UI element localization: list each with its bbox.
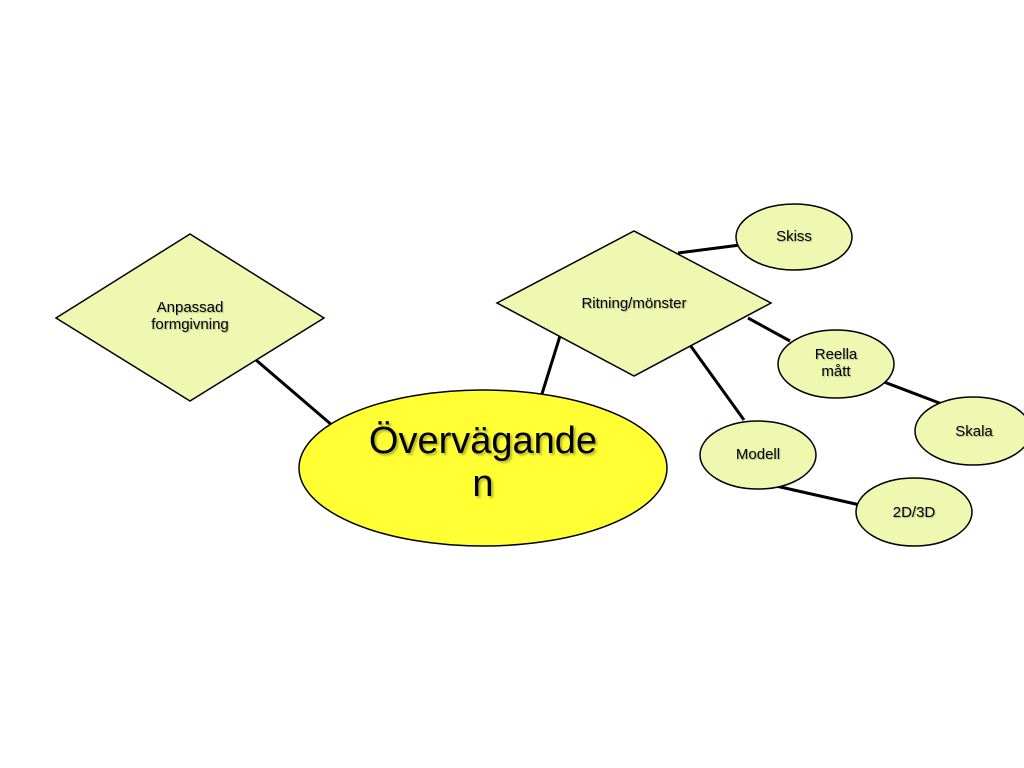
central-node-label: Övervägande n <box>343 420 623 505</box>
modell-node-shape <box>699 420 817 490</box>
dimension-node-label: 2D/3D <box>892 504 936 521</box>
anpassad-label-line1: Anpassad <box>156 299 224 316</box>
reella-label-line2: mått <box>821 363 851 381</box>
connectors <box>255 243 943 507</box>
ritning-node-shape <box>495 230 773 377</box>
edge-modell-dimension <box>775 484 861 507</box>
dimension-node-shape <box>855 477 973 547</box>
reella-node-shape <box>777 329 895 399</box>
central-label-line2: n <box>472 462 494 505</box>
skala-node-shape <box>914 396 1024 466</box>
edge-reella-skala <box>883 380 943 406</box>
anpassad-label-line2: formgivning <box>151 316 229 334</box>
modell-node-label: Modell <box>735 446 781 463</box>
edge-ritning-modell <box>688 344 746 421</box>
anpassad-node-shape <box>54 233 326 402</box>
skiss-node-shape <box>735 203 853 271</box>
edge-central-ritning <box>539 335 562 398</box>
central-node-shape <box>298 389 668 547</box>
reella-label-line1: Reella <box>814 346 858 363</box>
skala-node-label: Skala <box>955 423 993 440</box>
ritning-node-label: Ritning/mönster <box>581 295 687 312</box>
edge-ritning-skiss <box>677 243 741 255</box>
edge-ritning-reella <box>747 316 791 343</box>
skiss-node-label: Skiss <box>776 228 812 245</box>
reella-node-label: Reella mått <box>786 346 886 381</box>
central-label-line1: Övervägande <box>368 420 598 462</box>
anpassad-node-label: Anpassad formgivning <box>120 299 260 334</box>
nodes <box>54 203 1024 547</box>
edge-central-anpassad <box>255 358 334 428</box>
